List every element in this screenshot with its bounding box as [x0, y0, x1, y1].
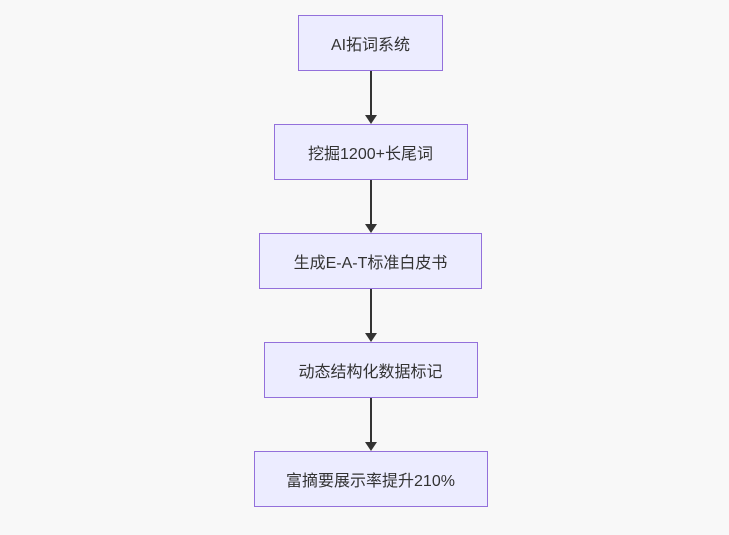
- flow-node-longtail-mining: 挖掘1200+长尾词: [273, 124, 468, 180]
- arrow-line: [369, 289, 372, 333]
- flow-node-rich-snippet-uplift: 富摘要展示率提升210%: [253, 451, 488, 507]
- flow-arrow-1: [364, 71, 377, 124]
- flow-node-ai-word-system: AI拓词系统: [298, 15, 443, 71]
- flow-node-structured-data-markup: 动态结构化数据标记: [263, 342, 478, 398]
- node-label: AI拓词系统: [330, 37, 411, 54]
- flowchart: AI拓词系统 挖掘1200+长尾词 生成E-A-T标准白皮书 动态结构化数据标记: [6, 15, 729, 507]
- flow-arrow-4: [364, 398, 377, 451]
- flow-arrow-3: [364, 289, 377, 342]
- node-label: 生成E-A-T标准白皮书: [293, 255, 448, 272]
- arrow-head-icon: [364, 224, 377, 233]
- arrow-head-icon: [364, 442, 377, 451]
- flow-node-eat-whitepaper: 生成E-A-T标准白皮书: [259, 233, 482, 289]
- node-label: 挖掘1200+长尾词: [308, 146, 433, 163]
- arrow-line: [369, 398, 372, 442]
- node-label: 动态结构化数据标记: [298, 364, 443, 381]
- arrow-head-icon: [364, 333, 377, 342]
- flow-arrow-2: [364, 180, 377, 233]
- arrow-line: [369, 71, 372, 115]
- node-label: 富摘要展示率提升210%: [286, 473, 455, 490]
- arrow-head-icon: [364, 115, 377, 124]
- arrow-line: [369, 180, 372, 224]
